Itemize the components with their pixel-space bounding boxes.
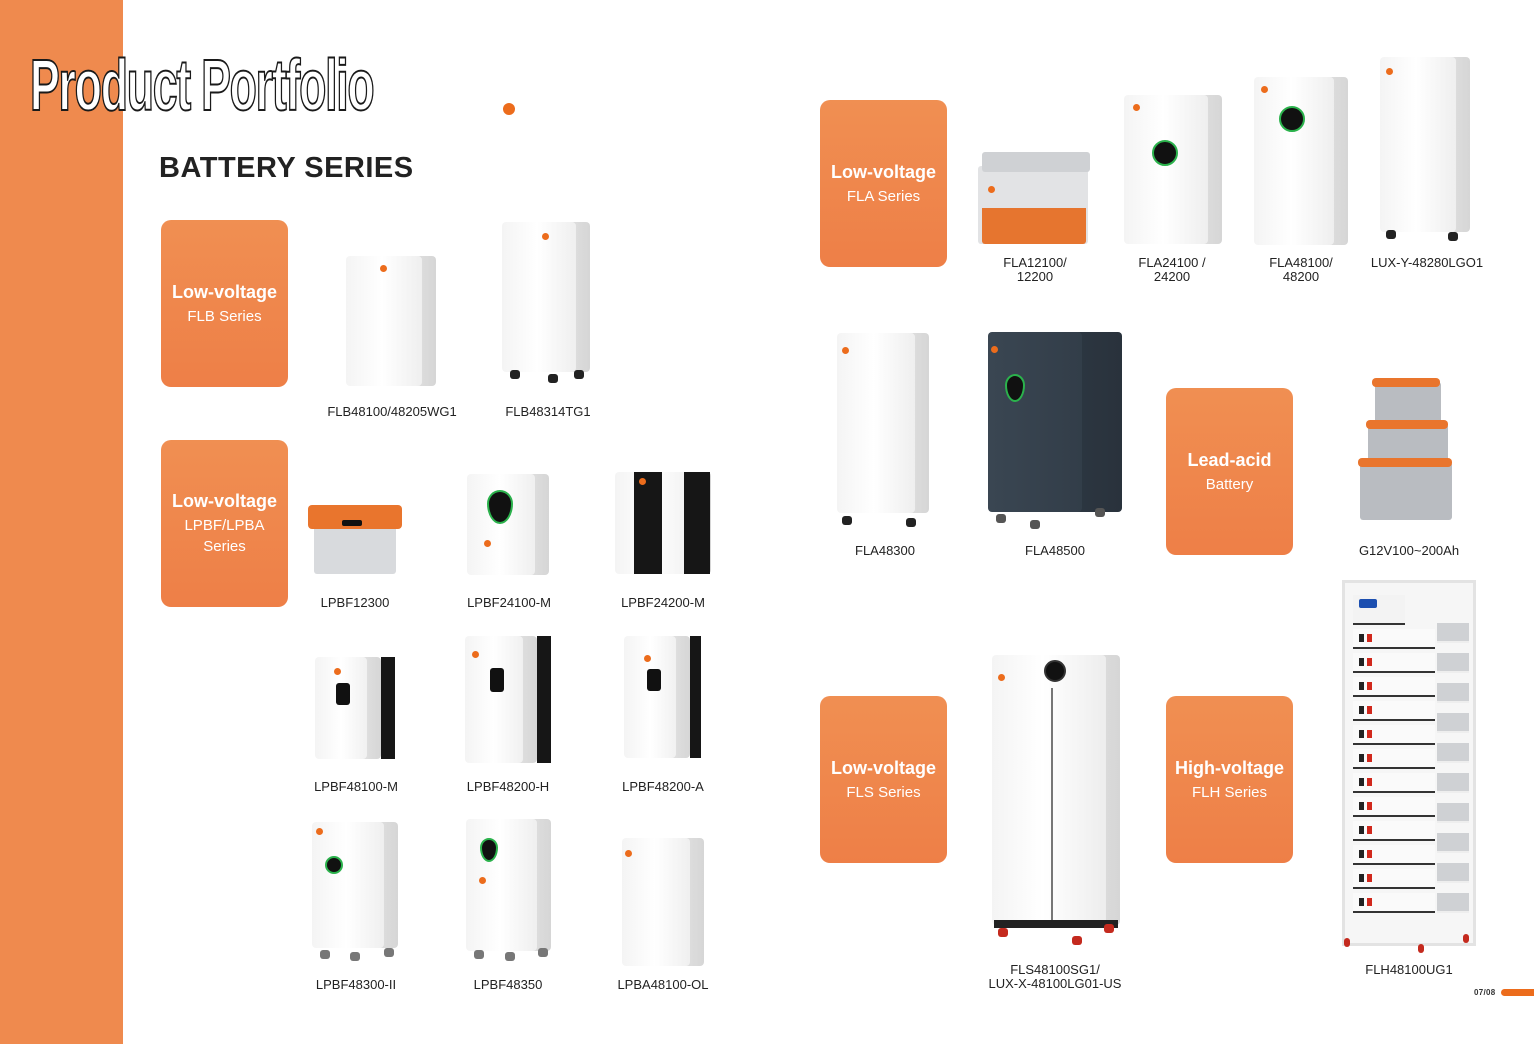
product-caption: FLA24100 / 24200 [1138, 255, 1206, 284]
product-caption: FLA12100/ 12200 [1003, 255, 1067, 284]
product-caption: FLA48300 [855, 543, 915, 558]
series-name: FLA Series [846, 187, 921, 205]
product-caption: FLB48100/48205WG1 [327, 404, 457, 419]
series-name: FLH Series [1191, 783, 1268, 801]
series-name: LPBF/LPBA Series [184, 517, 265, 555]
orange-sidebar-band [0, 0, 123, 1044]
product-caption: LPBA48100-OL [617, 977, 709, 992]
series-kind: Low-voltage [830, 757, 936, 778]
series-card-lead-acid: Lead-acid Battery [1166, 388, 1293, 555]
page-indicator-bar [1501, 989, 1534, 996]
series-card-flb: Low-voltage FLB Series [161, 220, 288, 387]
product-caption: LPBF48200-A [622, 779, 704, 794]
product-caption: FLS48100SG1/ LUX-X-48100LG01-US [988, 962, 1122, 991]
product-caption: LPBF12300 [320, 595, 390, 610]
product-caption: LPBF48300-II [315, 977, 397, 992]
product-caption: G12V100~200Ah [1358, 543, 1460, 558]
series-name: FLS Series [846, 783, 921, 801]
product-caption: LPBF24100-M [467, 595, 551, 610]
section-title: BATTERY SERIES [159, 152, 414, 184]
product-caption: FLA48500 [1025, 543, 1085, 558]
series-card-fla: Low-voltage FLA Series [820, 100, 947, 267]
series-name: FLB Series [187, 307, 262, 325]
series-kind: Low-voltage [171, 491, 277, 511]
product-caption: FLB48314TG1 [505, 404, 591, 419]
product-caption: FLA48100/ 48200 [1269, 255, 1333, 284]
series-kind: Low-voltage [830, 161, 936, 182]
product-caption: LPBF48100-M [314, 779, 398, 794]
product-caption: FLH48100UG1 [1365, 962, 1453, 977]
title-accent-dot [503, 103, 515, 115]
series-card-lpbf-lpba: Low-voltage LPBF/LPBA Series [161, 440, 288, 607]
series-kind: Lead-acid [1187, 449, 1272, 470]
product-caption: LPBF48200-H [466, 779, 550, 794]
product-caption: LUX-Y-48280LGO1 [1370, 255, 1484, 270]
series-card-fls: Low-voltage FLS Series [820, 696, 947, 863]
product-caption: LPBF48350 [473, 977, 543, 992]
page-title: Product Portfolio [29, 46, 375, 126]
series-kind: Low-voltage [171, 281, 277, 302]
series-card-flh: High-voltage FLH Series [1166, 696, 1293, 863]
page-number: 07/08 [1474, 988, 1496, 997]
series-name: Battery [1205, 475, 1254, 493]
product-caption: LPBF24200-M [621, 595, 705, 610]
series-kind: High-voltage [1174, 757, 1284, 778]
